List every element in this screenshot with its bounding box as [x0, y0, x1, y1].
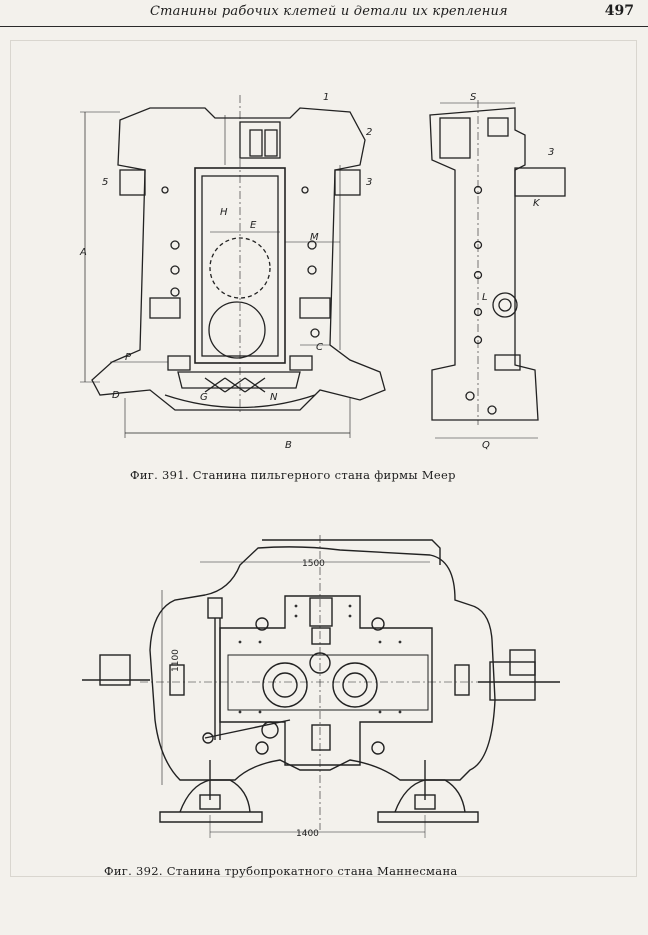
figure-391-caption: Фиг. 391. Станина пильгерного стана фирм… [130, 468, 456, 482]
dim-M: M [310, 232, 319, 243]
dim-1100: 1100 [171, 649, 181, 672]
label-side-part-3: 3 [548, 147, 554, 158]
label-part-5: 5 [102, 177, 108, 188]
dim-L: L [482, 292, 488, 303]
label-part-2: 2 [366, 127, 372, 138]
running-head: Станины рабочих клетей и детали их крепл… [150, 4, 508, 19]
dim-D: D [112, 390, 120, 401]
dim-C: C [316, 342, 323, 353]
dim-N: N [270, 392, 278, 403]
dim-S: S [470, 92, 477, 103]
dim-Q: Q [482, 440, 490, 451]
dim-1500: 1500 [302, 559, 325, 569]
label-part-1: 1 [323, 92, 329, 103]
dim-K: K [533, 198, 541, 209]
dim-E: E [250, 220, 257, 231]
dim-G: G [200, 392, 208, 403]
label-part-3: 3 [366, 177, 372, 188]
dim-A: A [79, 247, 87, 258]
dim-P: P [125, 352, 132, 363]
page-header: Станины рабочих клетей и детали их крепл… [0, 0, 648, 27]
page-number: 497 [604, 3, 634, 19]
figures-frame [10, 40, 637, 877]
dim-B: B [285, 440, 292, 451]
dim-H: H [220, 207, 228, 218]
figure-392-caption: Фиг. 392. Станина трубопрокатного стана … [104, 864, 458, 878]
dim-1400: 1400 [296, 829, 319, 839]
